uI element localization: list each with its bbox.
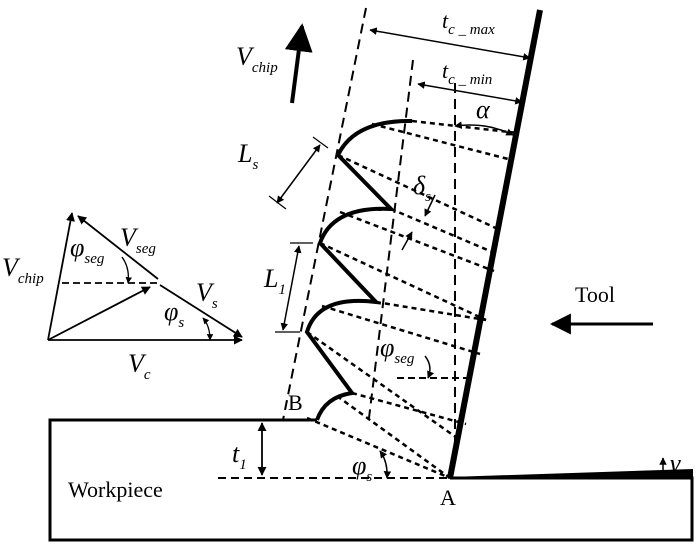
tc-min-dimension [417, 81, 523, 105]
v-s-vector [159, 284, 243, 338]
gamma-label: γ [670, 449, 681, 478]
phi-seg-label: φseg [380, 333, 415, 367]
delta-s-arrow-top [424, 194, 436, 217]
v-chip-label: Vchip [236, 42, 278, 76]
l1-label: L1 [263, 264, 286, 298]
chip-boundary-lines [282, 7, 456, 462]
delta-s-arrow-bottom [401, 231, 413, 251]
ls-dimension [276, 144, 321, 204]
tc-max-label: tc _ max [442, 8, 495, 38]
v-chip-triangle-label: Vchip [2, 253, 44, 287]
ls-extension-top [312, 136, 329, 149]
v-s-label: Vs [196, 278, 218, 312]
triangle-phi-seg-arc [121, 256, 132, 284]
l1-dimension [280, 245, 302, 331]
phi-seg-arc [424, 355, 435, 379]
workpiece-label: Workpiece [68, 477, 163, 502]
point-b-label: B [288, 390, 303, 415]
v-chip-vector [47, 212, 75, 341]
alpha-label: α [476, 95, 491, 124]
triangle-phi-s-label: φs [164, 297, 184, 331]
tc-min-label: tc _ min [442, 58, 492, 88]
delta-s-label: δs [413, 171, 431, 205]
v-seg-vector [77, 215, 159, 280]
v-resultant-vector [47, 286, 151, 341]
t1-label: t1 [232, 439, 247, 473]
tool-rake-face [447, 9, 543, 479]
velocity-triangle: Vseg Vs Vchip Vc φseg φs [2, 212, 243, 383]
point-a-label: A [440, 485, 456, 510]
chip-segment-outline [304, 118, 413, 421]
chip-velocity-arrow [284, 23, 313, 104]
alpha-arc [454, 121, 514, 136]
v-seg-label: Vseg [120, 223, 156, 257]
phi-s-label: φs [352, 451, 372, 485]
tool-label: Tool [575, 282, 615, 307]
tc-max-dimension [369, 27, 531, 61]
v-c-label: Vc [128, 349, 151, 383]
ls-label: Ls [237, 139, 258, 173]
triangle-phi-seg-label: φseg [70, 233, 105, 267]
tool-flank-face [449, 468, 693, 479]
triangle-phi-s-arc [202, 317, 214, 341]
phi-s-arc [379, 450, 392, 479]
